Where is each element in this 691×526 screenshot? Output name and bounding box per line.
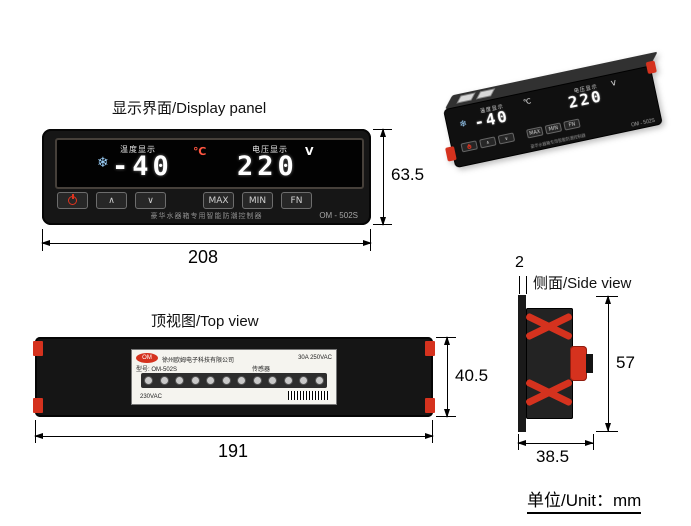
terminal-block — [456, 92, 476, 104]
button-down[interactable]: ∨ — [497, 132, 516, 145]
button-min[interactable]: MIN — [242, 192, 273, 209]
dim-line-side-height — [605, 295, 611, 432]
ext-line — [35, 420, 36, 443]
device-model: OM - 502S — [319, 211, 358, 220]
rating-text: 30A 250VAC — [298, 355, 332, 361]
button-up[interactable]: ∧ — [96, 192, 127, 209]
volt-display-label: 电压显示 — [252, 145, 288, 154]
terminal-screw — [159, 376, 169, 385]
dim-front-height: 63.5 — [391, 165, 425, 184]
rear-tab — [586, 354, 593, 373]
company-name: 徐州欧姆电子科技有限公司 — [162, 358, 235, 364]
front-button-row: ∧ ∨ MAX MIN FN — [57, 192, 312, 210]
button-down[interactable]: ∨ — [135, 192, 166, 209]
brand-logo: OM — [136, 353, 158, 363]
dim-side-width: 38.5 — [536, 447, 570, 466]
ext-line — [526, 276, 527, 294]
terminal-screw — [190, 376, 200, 385]
device-model: OM - 502S — [630, 117, 656, 129]
button-fn[interactable]: FN — [281, 192, 312, 209]
terminal-screw — [299, 376, 309, 385]
panel-flange — [518, 295, 526, 432]
device-side-view — [518, 295, 594, 432]
mounting-clip — [425, 341, 435, 356]
product-label: OM 徐州欧姆电子科技有限公司 30A 250VAC 型号: OM-502S 传… — [131, 349, 337, 405]
terminal-screw — [283, 376, 293, 385]
terminal-screw — [175, 376, 185, 385]
unit-note: 单位/Unit：mm — [527, 486, 642, 514]
terminal-screw — [268, 376, 278, 385]
device-front-view: ❄ 温度显示 -40 ℃ 电压显示 220 V ∧ ∨ MAX MIN FN 豪华水器箱… — [42, 129, 371, 225]
mounting-clip — [445, 146, 457, 162]
terminal-screw — [237, 376, 247, 385]
device-top-view: OM 徐州欧姆电子科技有限公司 30A 250VAC 型号: OM-502S 传… — [33, 337, 435, 417]
mounting-clip — [425, 398, 435, 413]
power-rating: 230VAC — [140, 394, 162, 400]
temp-unit: ℃ — [522, 97, 532, 107]
display-panel-title: 显示界面/Display panel — [112, 100, 267, 117]
dim-line-front-height — [380, 128, 386, 226]
mounting-clip — [33, 341, 43, 356]
front-footer: 豪华水器箱专用智能防潮控制器 OM - 502S — [42, 211, 371, 223]
dim-line-side-width — [517, 440, 594, 446]
sensor-label: 传感器 — [252, 367, 271, 373]
ext-line — [519, 276, 520, 294]
snowflake-icon: ❄ — [458, 118, 469, 131]
top-view-title: 顶视图/Top view — [151, 313, 259, 330]
terminal-block — [476, 88, 496, 100]
dim-line-top-height — [444, 336, 450, 418]
button-fn[interactable]: FN — [563, 118, 581, 131]
mounting-clip — [645, 60, 657, 75]
device-footer-text: 豪华水器箱专用智能防潮控制器 — [150, 213, 263, 220]
terminal-screw — [252, 376, 262, 385]
dim-top-width: 191 — [218, 441, 249, 461]
temp-display-label: 温度显示 — [120, 145, 156, 154]
ext-line — [432, 420, 433, 443]
volt-value: 220 — [237, 151, 298, 182]
terminal-screw — [206, 376, 216, 385]
terminal-screw — [221, 376, 231, 385]
dim-line-front-width — [41, 240, 372, 246]
dim-front-width: 208 — [188, 247, 219, 267]
terminal-strip — [141, 373, 327, 388]
button-power[interactable] — [57, 192, 88, 209]
side-view-title: 侧面/Side view — [533, 275, 632, 292]
dim-side-flange: 2 — [515, 254, 524, 271]
terminal-screw — [144, 376, 154, 385]
dim-line-top-width — [34, 433, 434, 439]
button-max[interactable]: MAX — [526, 126, 544, 139]
model-line: 型号: OM-502S — [136, 367, 178, 373]
terminal-screw — [314, 376, 324, 385]
power-icon — [68, 196, 77, 205]
dim-top-height: 40.5 — [455, 366, 489, 385]
clip-latch — [570, 346, 587, 381]
volt-unit: V — [305, 145, 314, 158]
snowflake-icon: ❄ — [97, 155, 109, 171]
volt-unit: V — [610, 79, 617, 88]
power-icon — [466, 144, 472, 149]
button-up[interactable]: ∧ — [479, 136, 497, 149]
volt-value: 220 — [566, 86, 605, 113]
button-min[interactable]: MIN — [544, 122, 563, 135]
temp-value: -40 — [112, 151, 173, 182]
button-power[interactable] — [460, 140, 479, 153]
mounting-clip — [33, 398, 43, 413]
barcode — [288, 391, 330, 400]
temp-unit: ℃ — [193, 145, 207, 158]
temp-value: -40 — [472, 106, 511, 133]
dim-side-height: 57 — [616, 353, 635, 372]
display-window: ❄ 温度显示 -40 ℃ 电压显示 220 V — [55, 138, 364, 189]
button-max[interactable]: MAX — [203, 192, 234, 209]
